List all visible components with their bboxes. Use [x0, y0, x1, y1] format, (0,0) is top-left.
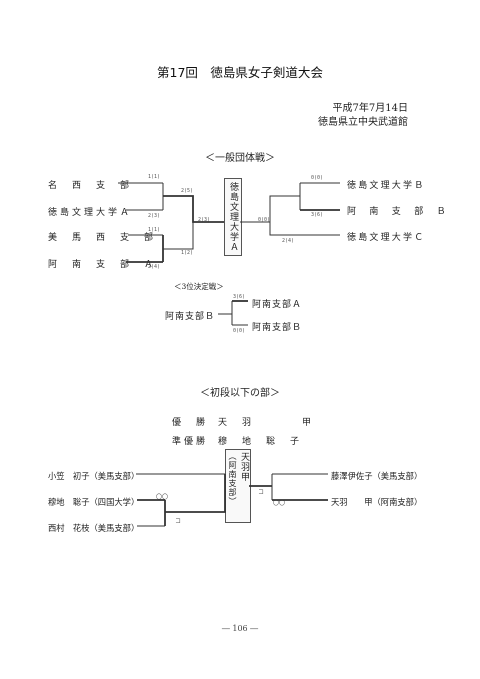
score-label: 0(0)	[311, 175, 324, 181]
honor-name-2: 穆 地 聡 子	[218, 437, 303, 447]
score-label: 2(3)	[198, 217, 211, 223]
individual-winner-club: （阿南支部）	[228, 452, 237, 506]
team-left-2: 徳島文理大学Ａ	[48, 208, 133, 218]
event-venue: 徳島県立中央武道館	[318, 117, 408, 128]
score-label: 0(0)	[233, 328, 246, 334]
bracket-line	[269, 195, 300, 222]
score-label: 1(1)	[148, 227, 161, 233]
player-left-2: 穆地 聡子（四国大学）	[48, 497, 140, 507]
team-left-1: 名 西 支 部	[48, 181, 133, 191]
section-individual-heading: ＜初段以下の部＞	[200, 388, 280, 399]
player-left-3: 西村 花枝（美馬支部）	[48, 523, 140, 533]
team-winner-name: 徳島文理大学Ａ	[228, 182, 238, 252]
score-label: 1(2)	[181, 250, 194, 256]
score-label: 1(1)	[148, 174, 161, 180]
result-mark: コ	[175, 518, 182, 525]
bracket-line	[165, 474, 226, 513]
score-label: 3(6)	[311, 212, 324, 218]
player-right-1: 藤澤伊佐子（美馬支部）	[331, 471, 423, 481]
result-mark: 〇〇	[156, 494, 169, 501]
section-third-heading: ＜3位決定戦＞	[174, 282, 224, 291]
page-title: 第17回 徳島県女子剣道大会	[157, 65, 323, 80]
player-left-1: 小笠 初子（美馬支部）	[48, 471, 140, 481]
team-right-1: 徳島文理大学Ｂ	[347, 181, 426, 191]
result-mark: コ	[258, 489, 265, 496]
team-right-3: 徳島文理大学Ｃ	[347, 233, 426, 243]
team-left-3: 美 馬 西 支 部	[48, 233, 157, 243]
section-team-heading: ＜一般団体戦＞	[205, 153, 275, 164]
score-label: 2(4)	[282, 238, 295, 244]
score-label: 2(3)	[148, 213, 161, 219]
bracket-line	[163, 195, 224, 223]
team-left-4: 阿 南 支 部 Ａ	[48, 260, 157, 270]
honor-rank-2: 準優勝	[172, 437, 209, 447]
player-right-2: 天羽 甲（阿南支部）	[331, 497, 423, 507]
page-number: ― 106 ―	[221, 624, 259, 633]
score-label: 0(0)	[258, 217, 271, 223]
individual-winner-name: 天羽甲	[239, 452, 249, 482]
honor-rank-1: 優 勝	[172, 418, 209, 428]
score-label: 3(6)	[233, 294, 246, 300]
third-right-team-1: 阿南支部Ａ	[252, 300, 303, 310]
honor-name-1: 天 羽 甲	[218, 418, 315, 428]
team-right-2: 阿 南 支 部 Ｂ	[347, 207, 448, 217]
third-left-team: 阿南支部Ｂ	[165, 312, 216, 322]
bracket-line	[163, 222, 194, 250]
event-date: 平成7年7月14日	[332, 103, 408, 114]
team-winner-box: 徳島文理大学Ａ	[224, 178, 242, 256]
bracket-line	[269, 222, 340, 236]
result-mark: 〇〇	[273, 500, 286, 507]
score-label: 2(5)	[181, 188, 194, 194]
third-right-team-2: 阿南支部Ｂ	[252, 323, 303, 333]
score-label: 2(4)	[148, 264, 161, 270]
